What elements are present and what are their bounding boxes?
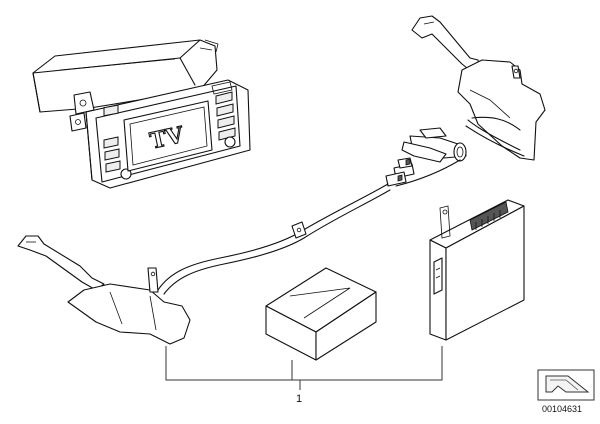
position-number: 1 — [296, 393, 302, 405]
lower-mounting-bracket — [17, 235, 191, 345]
upper-mounting-bracket — [411, 15, 546, 161]
cable-grommet-connectors — [385, 127, 467, 187]
navigation-tv-display-unit: TV — [32, 39, 251, 189]
wiring-harness — [157, 116, 525, 295]
tv-screen — [123, 100, 213, 172]
parts-box — [265, 267, 377, 361]
tv-tuner-module — [429, 199, 525, 341]
position-callout: 1 — [165, 346, 443, 405]
screen-label: TV — [148, 122, 187, 155]
diagram-id: 00104631 — [542, 404, 582, 414]
navigation-arrow-icon[interactable] — [537, 369, 595, 401]
